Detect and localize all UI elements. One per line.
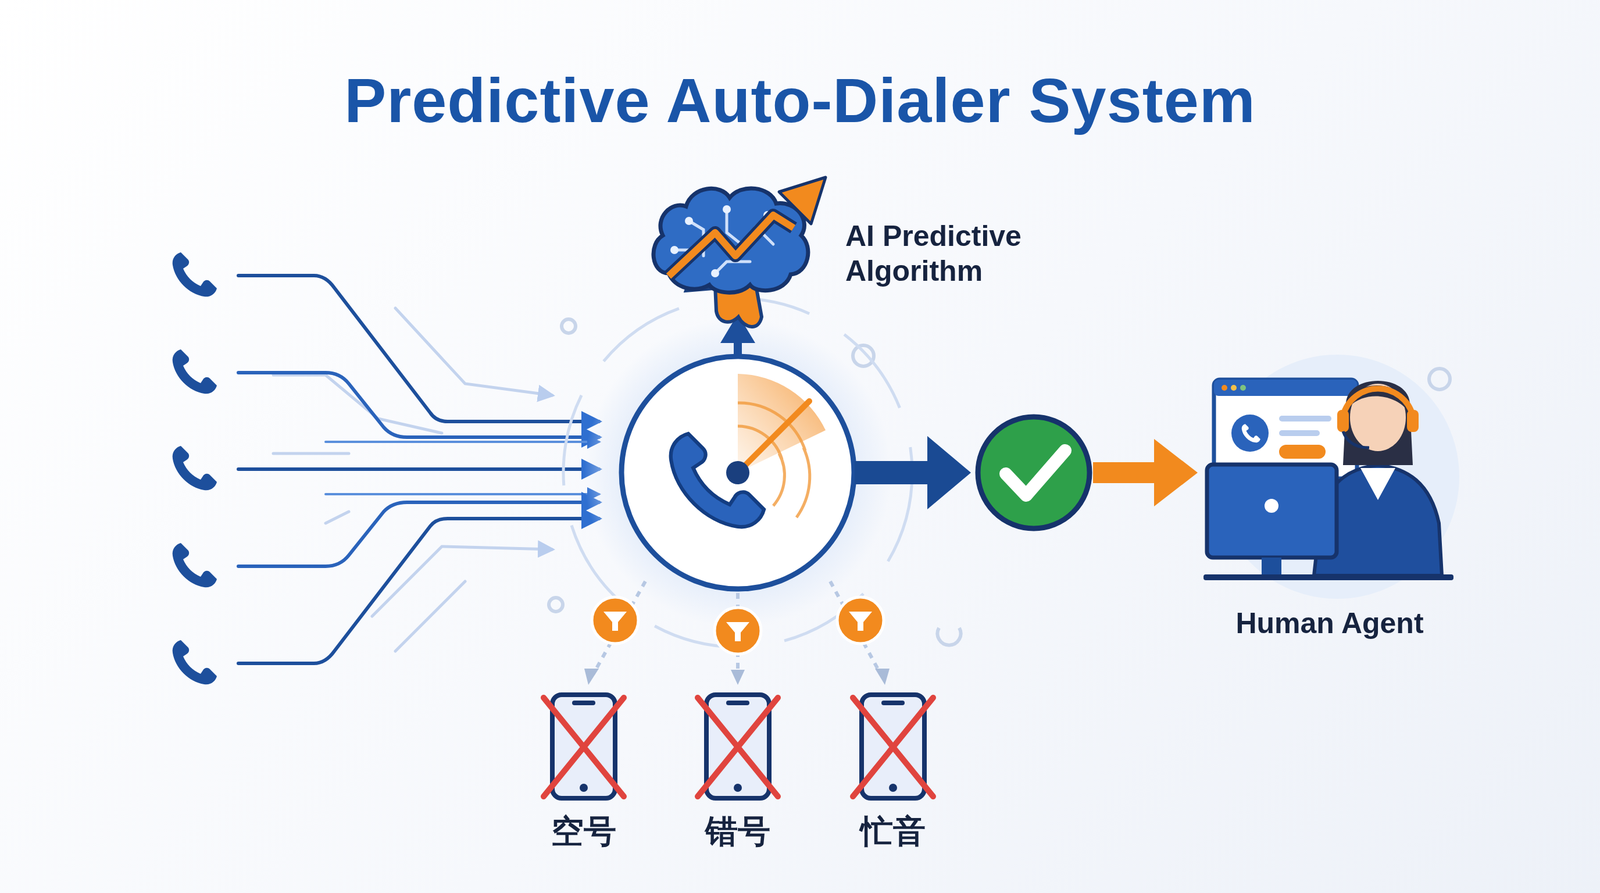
brain-icon (653, 177, 826, 327)
node-text: 空号 (551, 811, 617, 851)
crossed-phones (543, 694, 934, 799)
phone-icons (172, 252, 217, 685)
agent-illustration (1203, 354, 1460, 599)
node-text: AI Predictive Algorithm (845, 218, 1067, 289)
flow-lines-light (273, 308, 553, 652)
handoff-arrow (1093, 438, 1198, 507)
agent-label: Human Agent (1231, 603, 1427, 644)
node-text: 错号 (705, 811, 771, 851)
flow-lines (238, 275, 599, 664)
node-text: 忙音 (860, 811, 926, 851)
status-label: 错号 (701, 809, 774, 853)
diagram-title: Predictive Auto-Dialer System (0, 63, 1600, 137)
success-check (977, 416, 1090, 529)
algorithm-label: AI Predictive Algorithm (841, 216, 1070, 291)
filter-branches (584, 581, 890, 685)
output-arrow (854, 436, 971, 510)
node-text: Human Agent (1235, 605, 1424, 641)
status-label: 忙音 (856, 809, 930, 853)
status-label: 空号 (547, 809, 620, 853)
